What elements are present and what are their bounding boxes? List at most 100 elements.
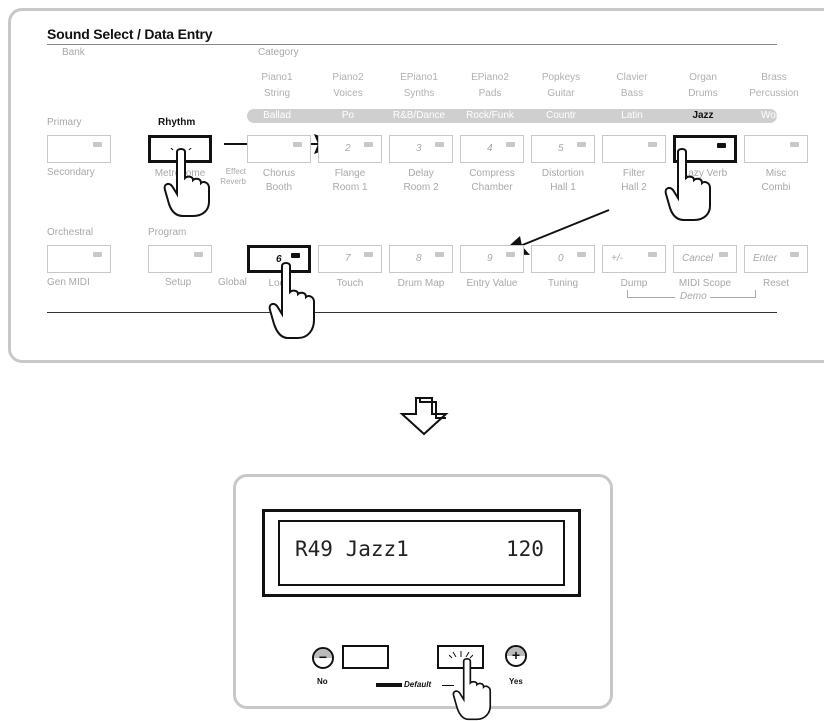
button-number: 2 bbox=[345, 143, 351, 154]
plus-symbol: + bbox=[511, 647, 521, 663]
button-number: 8 bbox=[416, 253, 422, 264]
led-indicator bbox=[435, 252, 444, 257]
led-indicator bbox=[293, 142, 302, 147]
reverb-label: Reverb bbox=[220, 177, 246, 186]
led-indicator bbox=[291, 253, 300, 258]
display-panel bbox=[233, 474, 613, 709]
row1-button-label: Lazy Verb bbox=[682, 168, 728, 179]
pointing-hand-icon bbox=[664, 148, 711, 221]
button-number: 5 bbox=[558, 143, 564, 154]
bank-primary-label: Primary bbox=[47, 117, 82, 128]
row1-button[interactable] bbox=[247, 135, 311, 163]
sound-select-panel bbox=[8, 8, 824, 363]
row2-button[interactable]: +/- bbox=[602, 245, 666, 273]
row1-button[interactable]: 4 bbox=[460, 135, 524, 163]
row2-button[interactable]: 7 bbox=[318, 245, 382, 273]
minus-icon-shade bbox=[314, 649, 332, 658]
category-header-line2: Synths bbox=[403, 88, 435, 99]
category-header-line2: Voices bbox=[333, 88, 363, 99]
category-sublabel: Countr bbox=[545, 110, 576, 121]
led-indicator bbox=[648, 142, 657, 147]
bank-label: Bank bbox=[62, 47, 85, 58]
category-header-line2: Percussion bbox=[749, 88, 799, 99]
category-label: Category bbox=[258, 47, 299, 58]
program-label: Program bbox=[148, 227, 187, 238]
yes-button[interactable] bbox=[437, 645, 484, 669]
no-label: No bbox=[317, 677, 328, 686]
led-indicator bbox=[194, 252, 203, 257]
button-number: 4 bbox=[487, 143, 493, 154]
row2-button[interactable]: Enter bbox=[744, 245, 808, 273]
row2-button[interactable]: 6 bbox=[247, 245, 311, 273]
no-button[interactable] bbox=[342, 645, 389, 669]
category-header-line2: Bass bbox=[620, 88, 644, 99]
row1-button-label: Room 1 bbox=[332, 182, 368, 193]
press-burst-icon bbox=[449, 651, 473, 659]
row2-button[interactable]: Cancel bbox=[673, 245, 737, 273]
minus-icon: − bbox=[312, 647, 334, 669]
led-indicator bbox=[577, 142, 586, 147]
led-indicator bbox=[364, 142, 373, 147]
button-number: 9 bbox=[487, 253, 493, 264]
default-line bbox=[442, 685, 454, 686]
row1-button[interactable]: 2 bbox=[318, 135, 382, 163]
bottom-rule bbox=[47, 312, 777, 313]
row2-button-label: Touch bbox=[336, 278, 364, 289]
led-indicator bbox=[577, 252, 586, 257]
down-arrow-icon bbox=[399, 397, 449, 436]
row1-button[interactable]: 3 bbox=[389, 135, 453, 163]
category-header-line2: Drums bbox=[688, 88, 718, 99]
row1-button[interactable] bbox=[744, 135, 808, 163]
pointing-hand-icon bbox=[163, 148, 210, 217]
category-header-line1: Organ bbox=[689, 72, 717, 83]
led-indicator bbox=[717, 143, 726, 148]
bank-primary-button[interactable] bbox=[47, 135, 111, 163]
row2-button-label: Lock bbox=[268, 278, 290, 289]
row2-button-label: Tuning bbox=[547, 278, 579, 289]
category-header-line1: Piano1 bbox=[261, 72, 293, 83]
category-sublabel: Latin bbox=[621, 110, 643, 121]
row1-button-label: Delay bbox=[408, 168, 434, 179]
row1-button-label: Filter bbox=[622, 168, 646, 179]
category-header-line1: Popkeys bbox=[541, 72, 581, 83]
yes-label: Yes bbox=[509, 677, 523, 686]
row1-button-label: Chamber bbox=[471, 182, 513, 193]
minus-symbol: − bbox=[318, 649, 328, 665]
button-number: 6 bbox=[276, 254, 282, 265]
row1-button-label: Distortion bbox=[541, 168, 585, 179]
category-pill bbox=[247, 109, 777, 123]
button-number: 3 bbox=[416, 143, 422, 154]
led-indicator bbox=[790, 142, 799, 147]
led-indicator bbox=[790, 252, 799, 257]
led-indicator bbox=[93, 252, 102, 257]
rhythm-label: Rhythm bbox=[158, 117, 196, 128]
demo-bracket-left bbox=[627, 290, 628, 298]
effect-label: Effect bbox=[225, 167, 246, 176]
category-header-line2: Pads bbox=[478, 88, 502, 99]
category-header-line1: Brass bbox=[761, 72, 787, 83]
demo-label: Demo bbox=[680, 291, 707, 302]
setup-label: Setup bbox=[165, 277, 192, 288]
plus-icon: + bbox=[505, 645, 527, 667]
row1-button-label: Chorus bbox=[262, 168, 296, 179]
row2-button-label: Drum Map bbox=[397, 278, 445, 289]
row2-button-label: Entry Value bbox=[466, 278, 518, 289]
row2-button[interactable]: 9 bbox=[460, 245, 524, 273]
row2-button[interactable]: 8 bbox=[389, 245, 453, 273]
row1-button[interactable]: 5 bbox=[531, 135, 595, 163]
bank-orchestral-button[interactable] bbox=[47, 245, 111, 273]
program-button[interactable] bbox=[148, 245, 212, 273]
plus-icon-shade bbox=[507, 647, 525, 656]
row2-button-label: MIDI Scope bbox=[678, 278, 732, 289]
demo-bracket-right bbox=[755, 290, 756, 298]
row1-button-label: Booth bbox=[265, 182, 293, 193]
global-label: Global bbox=[218, 277, 247, 288]
led-indicator bbox=[648, 252, 657, 257]
row1-button[interactable] bbox=[602, 135, 666, 163]
row1-button-label: Compress bbox=[469, 168, 515, 179]
bank-secondary-label: Secondary bbox=[47, 167, 95, 178]
row2-button[interactable]: 0 bbox=[531, 245, 595, 273]
lcd-screen bbox=[278, 520, 565, 586]
default-label: Default bbox=[404, 680, 432, 689]
category-sublabel: World bbox=[761, 110, 787, 121]
